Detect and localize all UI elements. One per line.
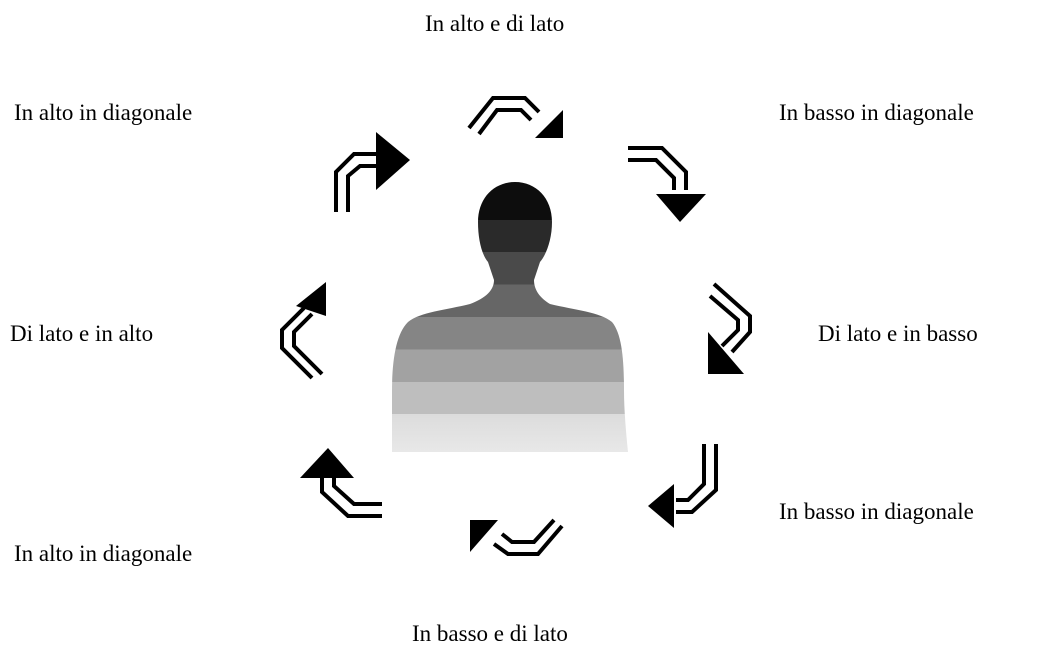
curved-arrow-icon [280,282,326,380]
curved-arrow-icon [648,444,718,528]
label-bottom: In basso e di lato [412,621,568,646]
curved-arrow-icon [334,132,410,212]
label-left: Di lato e in alto [10,321,154,346]
label-upper-right: In basso in diagonale [779,100,974,125]
label-lower-left: In alto in diagonale [14,541,193,566]
curved-arrow-icon [467,96,563,138]
label-top: In alto e di lato [425,11,565,36]
curved-arrow-icon [708,282,752,374]
label-upper-left: In alto in diagonale [14,100,193,125]
label-lower-right: In basso in diagonale [779,499,974,524]
label-right: Di lato e in basso [818,321,978,346]
curved-arrow-icon [300,448,382,518]
person-silhouette-icon [392,182,628,452]
curved-arrow-icon [470,518,564,556]
curved-arrow-icon [628,146,706,222]
